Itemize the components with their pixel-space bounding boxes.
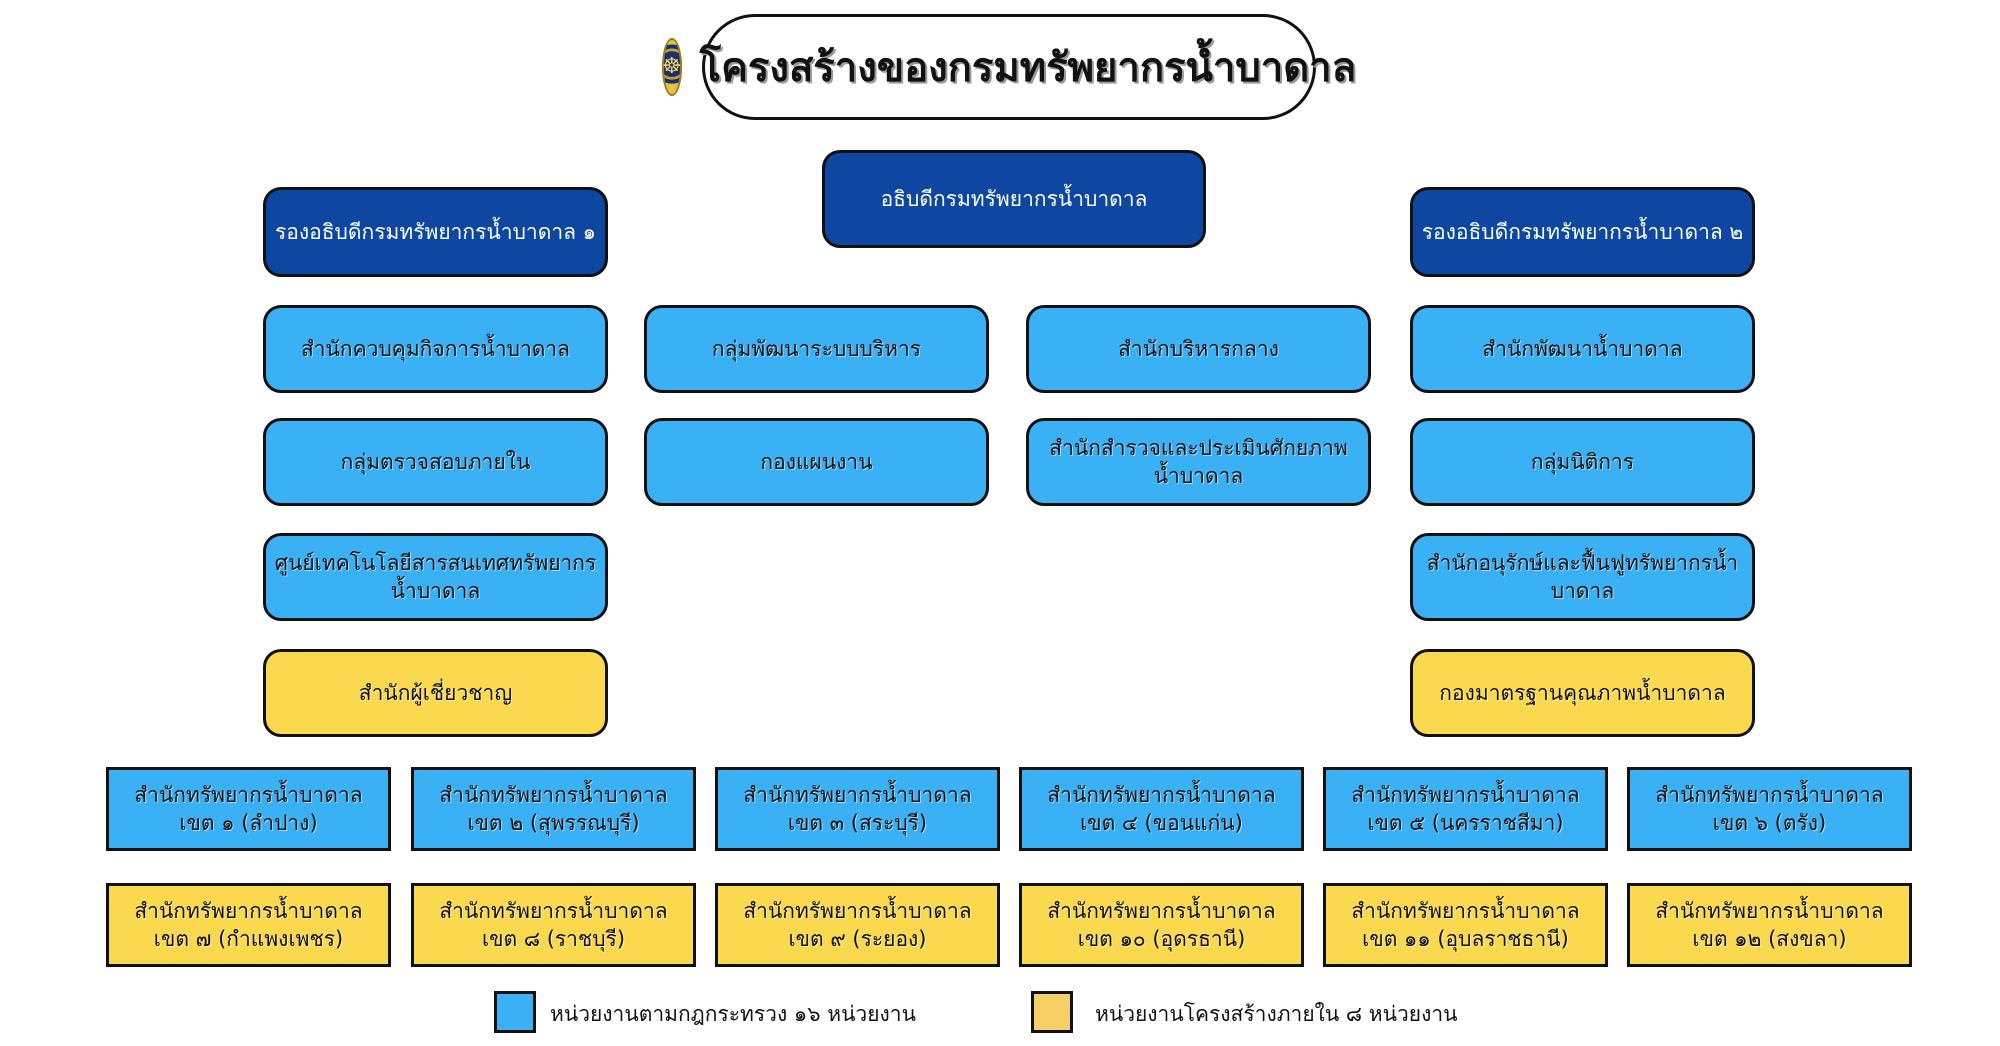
regional-office-zone: เขต ๓ (สระบุรี) <box>787 811 928 835</box>
regional-office-label: สำนักทรัพยากรน้ำบาดาล <box>743 898 972 923</box>
regional-office-label: สำนักทรัพยากรน้ำบาดาล <box>439 898 668 923</box>
regional-office-label: สำนักทรัพยากรน้ำบาดาล <box>134 898 363 923</box>
regional-office-11: สำนักทรัพยากรน้ำบาดาล เขต ๑๑ (อุบลราชธาน… <box>1323 883 1608 967</box>
regional-office-5: สำนักทรัพยากรน้ำบาดาล เขต ๕ (นครราชสีมา) <box>1323 767 1608 851</box>
regional-office-2: สำนักทรัพยากรน้ำบาดาล เขต ๒ (สุพรรณบุรี) <box>411 767 696 851</box>
regional-office-4: สำนักทรัพยากรน้ำบาดาล เขต ๔ (ขอนแก่น) <box>1019 767 1304 851</box>
unit-conservation-restoration-bureau: สำนักอนุรักษ์และฟื้นฟูทรัพยากรน้ำบาดาล <box>1410 533 1755 621</box>
regional-office-zone: เขต ๕ (นครราชสีมา) <box>1367 811 1564 835</box>
regional-office-7: สำนักทรัพยากรน้ำบาดาล เขต ๗ (กำแพงเพชร) <box>106 883 391 967</box>
regional-office-label: สำนักทรัพยากรน้ำบาดาล <box>743 782 972 807</box>
regional-office-zone: เขต ๑๐ (อุดรธานี) <box>1077 927 1246 951</box>
regional-office-6: สำนักทรัพยากรน้ำบาดาล เขต ๖ (ตรัง) <box>1627 767 1912 851</box>
regional-office-label: สำนักทรัพยากรน้ำบาดาล <box>1047 898 1276 923</box>
regional-office-label: สำนักทรัพยากรน้ำบาดาล <box>134 782 363 807</box>
unit-experts-bureau: สำนักผู้เชี่ยวชาญ <box>263 649 608 737</box>
department-seal-icon: ☸ <box>661 38 682 96</box>
regional-office-zone: เขต ๔ (ขอนแก่น) <box>1080 811 1243 835</box>
legend-blue-swatch <box>494 991 536 1033</box>
regional-office-zone: เขต ๑ (ลำปาง) <box>179 811 318 835</box>
regional-office-zone: เขต ๖ (ตรัง) <box>1712 811 1827 835</box>
unit-survey-assessment-bureau: สำนักสำรวจและประเมินศักยภาพน้ำบาดาล <box>1026 418 1371 506</box>
regional-office-zone: เขต ๘ (ราชบุรี) <box>481 927 626 951</box>
unit-internal-audit-group: กลุ่มตรวจสอบภายใน <box>263 418 608 506</box>
chart-title-pill: ☸ โครงสร้างของกรมทรัพยากรน้ำบาดาล <box>661 14 1356 120</box>
unit-water-quality-standards-division: กองมาตรฐานคุณภาพน้ำบาดาล <box>1410 649 1755 737</box>
page-title: โครงสร้างของกรมทรัพยากรน้ำบาดาล <box>699 45 1357 91</box>
regional-office-label: สำนักทรัพยากรน้ำบาดาล <box>1047 782 1276 807</box>
regional-office-label: สำนักทรัพยากรน้ำบาดาล <box>1655 782 1884 807</box>
deputy-director-1-box: รองอธิบดีกรมทรัพยากรน้ำบาดาล ๑ <box>263 187 608 277</box>
legend-yellow-swatch <box>1031 991 1073 1033</box>
regional-office-label: สำนักทรัพยากรน้ำบาดาล <box>439 782 668 807</box>
regional-office-10: สำนักทรัพยากรน้ำบาดาล เขต ๑๐ (อุดรธานี) <box>1019 883 1304 967</box>
regional-office-label: สำนักทรัพยากรน้ำบาดาล <box>1351 898 1580 923</box>
unit-groundwater-control-bureau: สำนักควบคุมกิจการน้ำบาดาล <box>263 305 608 393</box>
unit-legal-affairs-group: กลุ่มนิติการ <box>1410 418 1755 506</box>
regional-office-3: สำนักทรัพยากรน้ำบาดาล เขต ๓ (สระบุรี) <box>715 767 1000 851</box>
unit-central-administration-bureau: สำนักบริหารกลาง <box>1026 305 1371 393</box>
deputy-director-2-box: รองอธิบดีกรมทรัพยากรน้ำบาดาล ๒ <box>1410 187 1755 277</box>
regional-office-zone: เขต ๙ (ระยอง) <box>788 927 927 951</box>
regional-office-9: สำนักทรัพยากรน้ำบาดาล เขต ๙ (ระยอง) <box>715 883 1000 967</box>
director-box: อธิบดีกรมทรัพยากรน้ำบาดาล <box>822 150 1206 248</box>
unit-admin-development-group: กลุ่มพัฒนาระบบบริหาร <box>644 305 989 393</box>
regional-office-zone: เขต ๑๑ (อุบลราชธานี) <box>1362 927 1569 951</box>
legend-yellow-label: หน่วยงานโครงสร้างภายใน ๘ หน่วยงาน <box>1095 1002 1458 1026</box>
regional-office-label: สำนักทรัพยากรน้ำบาดาล <box>1655 898 1884 923</box>
legend-blue-label: หน่วยงานตามกฎกระทรวง ๑๖ หน่วยงาน <box>550 1002 916 1026</box>
unit-groundwater-development-bureau: สำนักพัฒนาน้ำบาดาล <box>1410 305 1755 393</box>
unit-it-center: ศูนย์เทคโนโลยีสารสนเทศทรัพยากรน้ำบาดาล <box>263 533 608 621</box>
regional-office-8: สำนักทรัพยากรน้ำบาดาล เขต ๘ (ราชบุรี) <box>411 883 696 967</box>
regional-office-zone: เขต ๑๒ (สงขลา) <box>1692 927 1847 951</box>
regional-office-zone: เขต ๗ (กำแพงเพชร) <box>153 927 344 951</box>
regional-office-zone: เขต ๒ (สุพรรณบุรี) <box>467 811 640 835</box>
regional-office-1: สำนักทรัพยากรน้ำบาดาล เขต ๑ (ลำปาง) <box>106 767 391 851</box>
regional-office-12: สำนักทรัพยากรน้ำบาดาล เขต ๑๒ (สงขลา) <box>1627 883 1912 967</box>
unit-planning-division: กองแผนงาน <box>644 418 989 506</box>
regional-office-label: สำนักทรัพยากรน้ำบาดาล <box>1351 782 1580 807</box>
